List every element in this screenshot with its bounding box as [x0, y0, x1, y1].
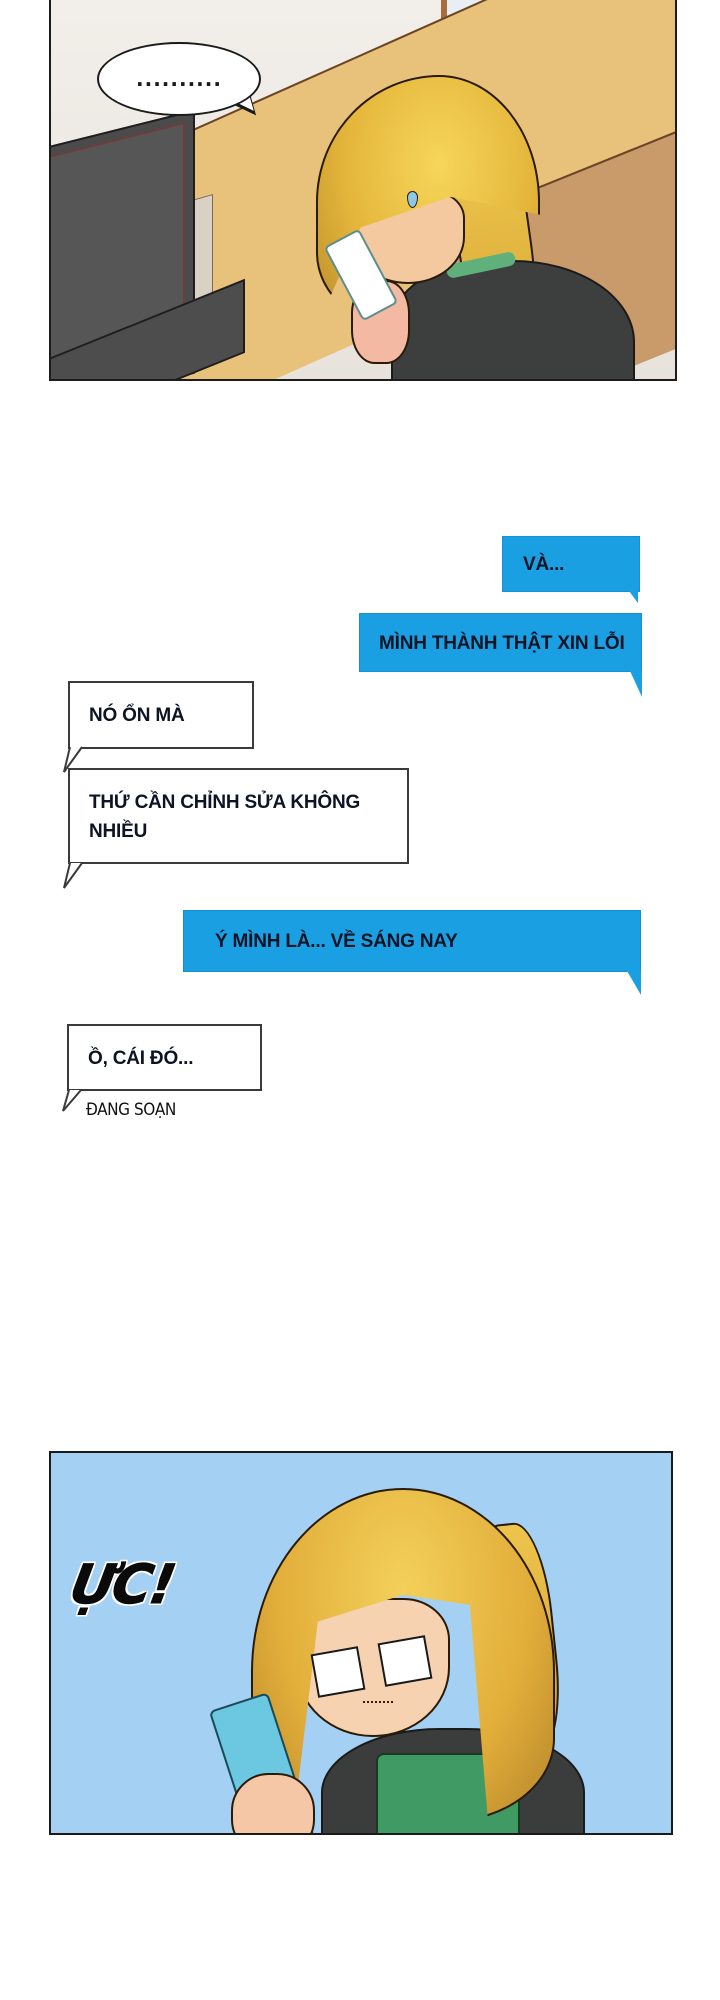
- typing-indicator: ĐANG SOẠN: [86, 1100, 176, 1120]
- wavy-mouth: [363, 1697, 393, 1703]
- blank-eye-icon: [310, 1646, 366, 1698]
- thought-bubble: ..........: [97, 42, 261, 116]
- character-hand: [231, 1773, 315, 1833]
- comic-panel-top: ..........: [49, 0, 677, 381]
- chat-bubble-received: Ồ, CÁI ĐÓ...: [67, 1024, 262, 1091]
- bubble-tail: [63, 746, 83, 773]
- bubble-tail: [629, 591, 638, 603]
- bubble-tail: [627, 971, 641, 995]
- sound-effect-text: ỰC!: [65, 1553, 179, 1617]
- chat-bubble-sent: MÌNH THÀNH THẬT XIN LỖI: [359, 613, 642, 672]
- message-text: NÓ ỔN MÀ: [89, 705, 185, 726]
- chat-bubble-received: NÓ ỔN MÀ: [68, 681, 254, 749]
- chat-bubble-sent: VÀ...: [502, 536, 640, 592]
- bubble-tail: [630, 671, 642, 697]
- message-text: Ồ, CÁI ĐÓ...: [88, 1048, 194, 1069]
- blank-eye-icon: [377, 1635, 433, 1687]
- message-text: VÀ...: [523, 554, 565, 575]
- message-text: MÌNH THÀNH THẬT XIN LỖI: [379, 633, 625, 654]
- message-text-line2: NHIỀU: [89, 821, 148, 842]
- comic-panel-bottom: ỰC!: [49, 1451, 673, 1835]
- bubble-tail: [62, 1089, 82, 1112]
- sweat-drop-icon: [407, 191, 418, 208]
- message-text-line1: THỨ CẦN CHỈNH SỬA KHÔNG: [89, 792, 361, 813]
- bubble-tail: [63, 862, 83, 889]
- message-text: Ý MÌNH LÀ... VỀ SÁNG NAY: [215, 931, 458, 952]
- chat-bubble-sent: Ý MÌNH LÀ... VỀ SÁNG NAY: [183, 910, 641, 972]
- chat-bubble-received: THỨ CẦN CHỈNH SỬA KHÔNG NHIỀU: [68, 768, 409, 864]
